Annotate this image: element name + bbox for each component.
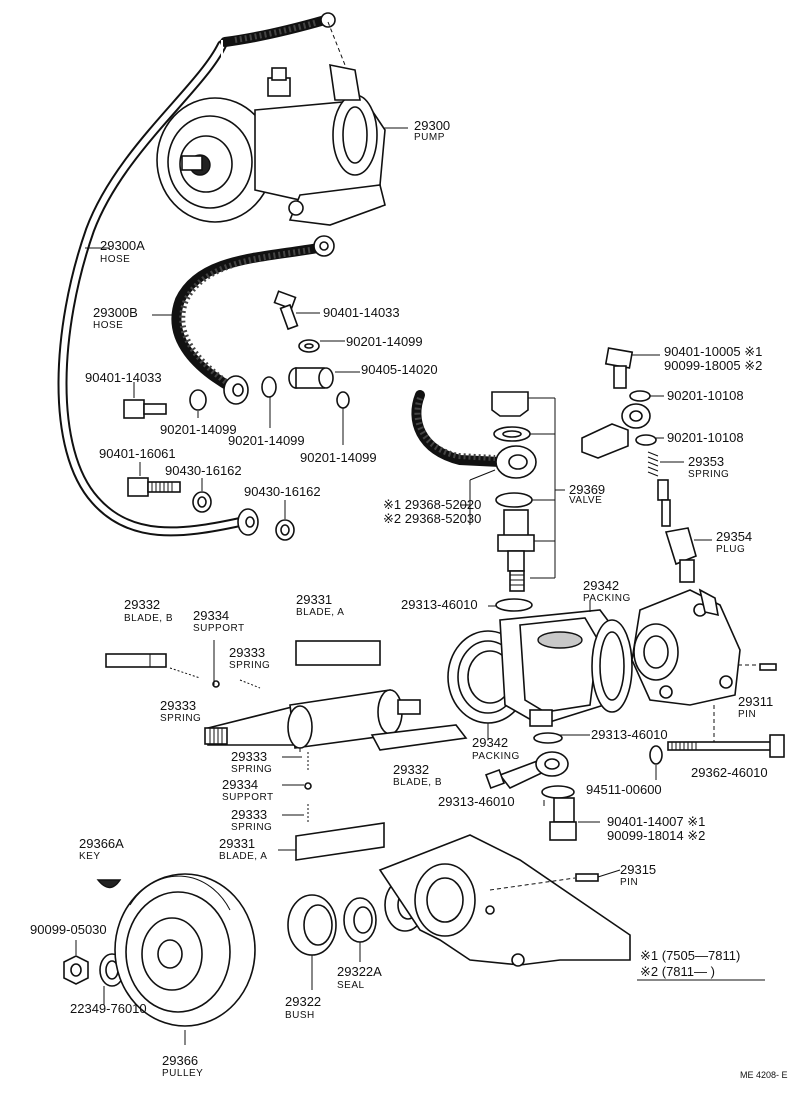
pump-assembly: [85, 21, 408, 316]
svg-text:90401-14007 ※1: 90401-14007 ※1: [607, 814, 705, 829]
svg-text:90201-10108: 90201-10108: [667, 430, 744, 445]
svg-text:90401-10005 ※1: 90401-10005 ※1: [664, 344, 762, 359]
svg-text:29313-46010: 29313-46010: [591, 727, 668, 742]
label-29369: 29369: [569, 482, 605, 497]
svg-text:29342: 29342: [583, 578, 619, 593]
svg-text:29333: 29333: [231, 807, 267, 822]
svg-text:90201-14099: 90201-14099: [160, 422, 237, 437]
svg-text:PACKING: PACKING: [583, 593, 631, 604]
svg-text:※2 29368-52030: ※2 29368-52030: [383, 511, 481, 526]
svg-text:29313-46010: 29313-46010: [401, 597, 478, 612]
svg-text:29334: 29334: [193, 608, 229, 623]
svg-text:29354: 29354: [716, 529, 752, 544]
svg-text:29342: 29342: [472, 735, 508, 750]
svg-text:※1 29368-52020: ※1 29368-52020: [383, 497, 481, 512]
svg-text:90401-14033: 90401-14033: [323, 305, 400, 320]
svg-text:29333: 29333: [231, 749, 267, 764]
svg-text:SPRING: SPRING: [688, 469, 729, 480]
svg-text:29333: 29333: [160, 698, 196, 713]
svg-text:HOSE: HOSE: [93, 320, 123, 331]
svg-text:22349-76010: 22349-76010: [70, 1001, 147, 1016]
svg-text:90201-14099: 90201-14099: [346, 334, 423, 349]
svg-text:29332: 29332: [124, 597, 160, 612]
footer-code: ME 4208- E: [740, 1070, 788, 1080]
svg-text:SUPPORT: SUPPORT: [193, 623, 245, 634]
svg-text:90201-14099: 90201-14099: [228, 433, 305, 448]
svg-text:29366: 29366: [162, 1053, 198, 1068]
svg-text:90099-18014 ※2: 90099-18014 ※2: [607, 828, 705, 843]
svg-text:PLUG: PLUG: [716, 544, 745, 555]
svg-text:SPRING: SPRING: [231, 764, 272, 775]
hose-29300b-shape: [171, 243, 323, 393]
svg-text:29322: 29322: [285, 994, 321, 1009]
svg-text:29322A: 29322A: [337, 964, 382, 979]
label-29300: 29300: [414, 118, 450, 133]
svg-text:PACKING: PACKING: [472, 751, 520, 762]
banjo-lower: [485, 751, 600, 841]
svg-text:29331: 29331: [219, 836, 255, 851]
svg-text:29313-46010: 29313-46010: [438, 794, 515, 809]
svg-text:PIN: PIN: [620, 877, 638, 888]
svg-text:BLADE, A: BLADE, A: [296, 607, 344, 618]
svg-text:BLADE, B: BLADE, B: [124, 613, 173, 624]
legend-line-1: ※1 (7505—7811): [640, 948, 740, 963]
svg-text:PIN: PIN: [738, 709, 756, 720]
svg-text:90401-14033: 90401-14033: [85, 370, 162, 385]
label-29300b: 29300B: [93, 305, 138, 320]
svg-text:90405-14020: 90405-14020: [361, 362, 438, 377]
valve-assembly: [411, 390, 565, 612]
long-bolt-29362: [649, 734, 785, 780]
svg-text:VALVE: VALVE: [569, 495, 602, 506]
svg-text:29331: 29331: [296, 592, 332, 607]
svg-text:90099-18005 ※2: 90099-18005 ※2: [664, 358, 762, 373]
rotor-blades: [105, 640, 468, 861]
svg-text:90401-16061: 90401-16061: [99, 446, 176, 461]
right-fittings: [581, 347, 712, 583]
svg-text:BUSH: BUSH: [285, 1010, 315, 1021]
svg-text:90201-14099: 90201-14099: [300, 450, 377, 465]
svg-text:HOSE: HOSE: [100, 254, 130, 265]
pump-housing: [447, 588, 777, 745]
svg-text:BLADE, B: BLADE, B: [393, 777, 442, 788]
svg-text:29366A: 29366A: [79, 836, 124, 851]
svg-text:90430-16162: 90430-16162: [165, 463, 242, 478]
svg-text:SPRING: SPRING: [229, 660, 270, 671]
svg-text:PUMP: PUMP: [414, 132, 445, 143]
label-29300a: 29300A: [100, 238, 145, 253]
svg-text:90201-10108: 90201-10108: [667, 388, 744, 403]
svg-text:29362-46010: 29362-46010: [691, 765, 768, 780]
svg-text:SPRING: SPRING: [231, 822, 272, 833]
part-labels: 29300 PUMP 29300A HOSE 29300B HOSE 90401…: [30, 118, 788, 1080]
svg-text:29332: 29332: [393, 762, 429, 777]
svg-text:KEY: KEY: [79, 851, 101, 862]
svg-text:BLADE, A: BLADE, A: [219, 851, 267, 862]
svg-text:SUPPORT: SUPPORT: [222, 792, 274, 803]
svg-text:SPRING: SPRING: [160, 713, 201, 724]
bottom-parts: [63, 834, 631, 1045]
svg-text:PULLEY: PULLEY: [162, 1068, 203, 1079]
svg-text:29334: 29334: [222, 777, 258, 792]
svg-text:90430-16162: 90430-16162: [244, 484, 321, 499]
svg-text:29311: 29311: [738, 694, 773, 709]
svg-text:90099-05030: 90099-05030: [30, 922, 107, 937]
svg-text:29353: 29353: [688, 454, 724, 469]
svg-text:29333: 29333: [229, 645, 265, 660]
legend-line-2: ※2 (7811— ): [640, 964, 715, 979]
svg-text:94511-00600: 94511-00600: [586, 782, 662, 797]
fittings-left: [123, 290, 360, 541]
svg-text:SEAL: SEAL: [337, 980, 365, 991]
svg-text:29315: 29315: [620, 862, 656, 877]
